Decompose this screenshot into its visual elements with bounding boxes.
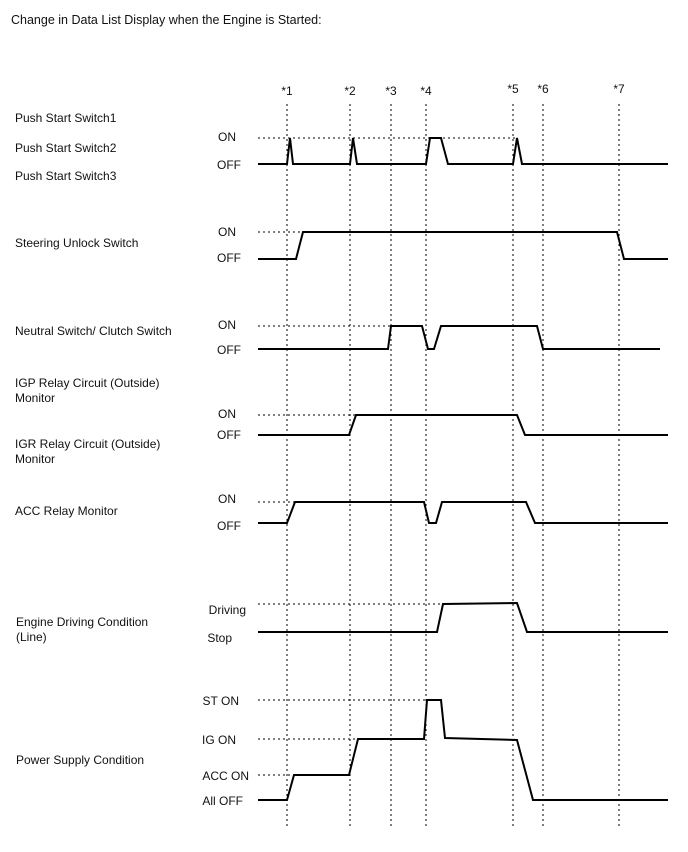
waveform-power-supply-condition xyxy=(258,699,668,801)
waveforms xyxy=(258,137,668,801)
marker-lines xyxy=(286,104,620,828)
waveform-neutral-clutch-switch xyxy=(258,325,660,350)
state-label-push-on: ON xyxy=(218,130,236,144)
state-label-power-st-on: ST ON xyxy=(203,694,239,708)
marker-label-5: *5 xyxy=(507,82,519,96)
signal-label-steering-unlock-switch: Steering Unlock Switch xyxy=(15,236,138,250)
waveform-steering-unlock-switch xyxy=(258,231,668,260)
level-guides xyxy=(258,137,516,776)
waveform-ig-relay-monitor xyxy=(258,414,668,436)
signal-label-push-start-switch-3: Push Start Switch3 xyxy=(15,169,117,183)
marker-label-6: *6 xyxy=(537,82,549,96)
state-label-ig-relay-off: OFF xyxy=(217,428,241,442)
marker-label-2: *2 xyxy=(344,84,356,98)
state-label-steer-on: ON xyxy=(218,225,236,239)
state-label-power-all-off: All OFF xyxy=(202,794,243,808)
waveform-acc-relay-monitor xyxy=(258,501,668,524)
waveform-engine-driving-condition xyxy=(258,601,668,633)
signal-label-igr-relay-monitor-line2: Monitor xyxy=(15,452,55,466)
waveform-push-start-switch xyxy=(258,137,668,165)
signal-label-acc-relay-monitor: ACC Relay Monitor xyxy=(15,504,118,518)
state-labels: ON OFF ON OFF ON OFF ON OFF ON OFF Drivi… xyxy=(202,130,249,808)
state-label-push-off: OFF xyxy=(217,158,241,172)
signal-label-engine-driving-condition-line2: (Line) xyxy=(16,630,47,644)
state-label-engine-driving: Driving xyxy=(209,603,246,617)
state-label-steer-off: OFF xyxy=(217,251,241,265)
state-label-engine-stop: Stop xyxy=(207,631,232,645)
state-label-neutral-off: OFF xyxy=(217,343,241,357)
signal-label-igp-relay-monitor-line2: Monitor xyxy=(15,391,55,405)
marker-label-3: *3 xyxy=(385,84,397,98)
diagram-title: Change in Data List Display when the Eng… xyxy=(11,13,322,27)
state-label-power-acc-on: ACC ON xyxy=(202,769,249,783)
signal-label-neutral-clutch-switch: Neutral Switch/ Clutch Switch xyxy=(15,324,172,338)
marker-label-4: *4 xyxy=(420,84,432,98)
signal-label-power-supply-condition: Power Supply Condition xyxy=(16,753,144,767)
signal-label-push-start-switch-2: Push Start Switch2 xyxy=(15,141,117,155)
state-label-ig-relay-on: ON xyxy=(218,407,236,421)
signal-labels: Push Start Switch1 Push Start Switch2 Pu… xyxy=(15,111,172,767)
state-label-neutral-on: ON xyxy=(218,318,236,332)
signal-label-igp-relay-monitor: IGP Relay Circuit (Outside) xyxy=(15,376,160,390)
marker-label-1: *1 xyxy=(281,84,293,98)
marker-labels: *1 *2 *3 *4 *5 *6 *7 xyxy=(281,82,625,98)
state-label-acc-off: OFF xyxy=(217,519,241,533)
signal-label-igr-relay-monitor: IGR Relay Circuit (Outside) xyxy=(15,437,160,451)
state-label-acc-on: ON xyxy=(218,492,236,506)
signal-label-engine-driving-condition: Engine Driving Condition xyxy=(16,615,148,629)
signal-label-push-start-switch-1: Push Start Switch1 xyxy=(15,111,117,125)
state-label-power-ig-on: IG ON xyxy=(202,733,236,747)
marker-label-7: *7 xyxy=(613,82,625,96)
